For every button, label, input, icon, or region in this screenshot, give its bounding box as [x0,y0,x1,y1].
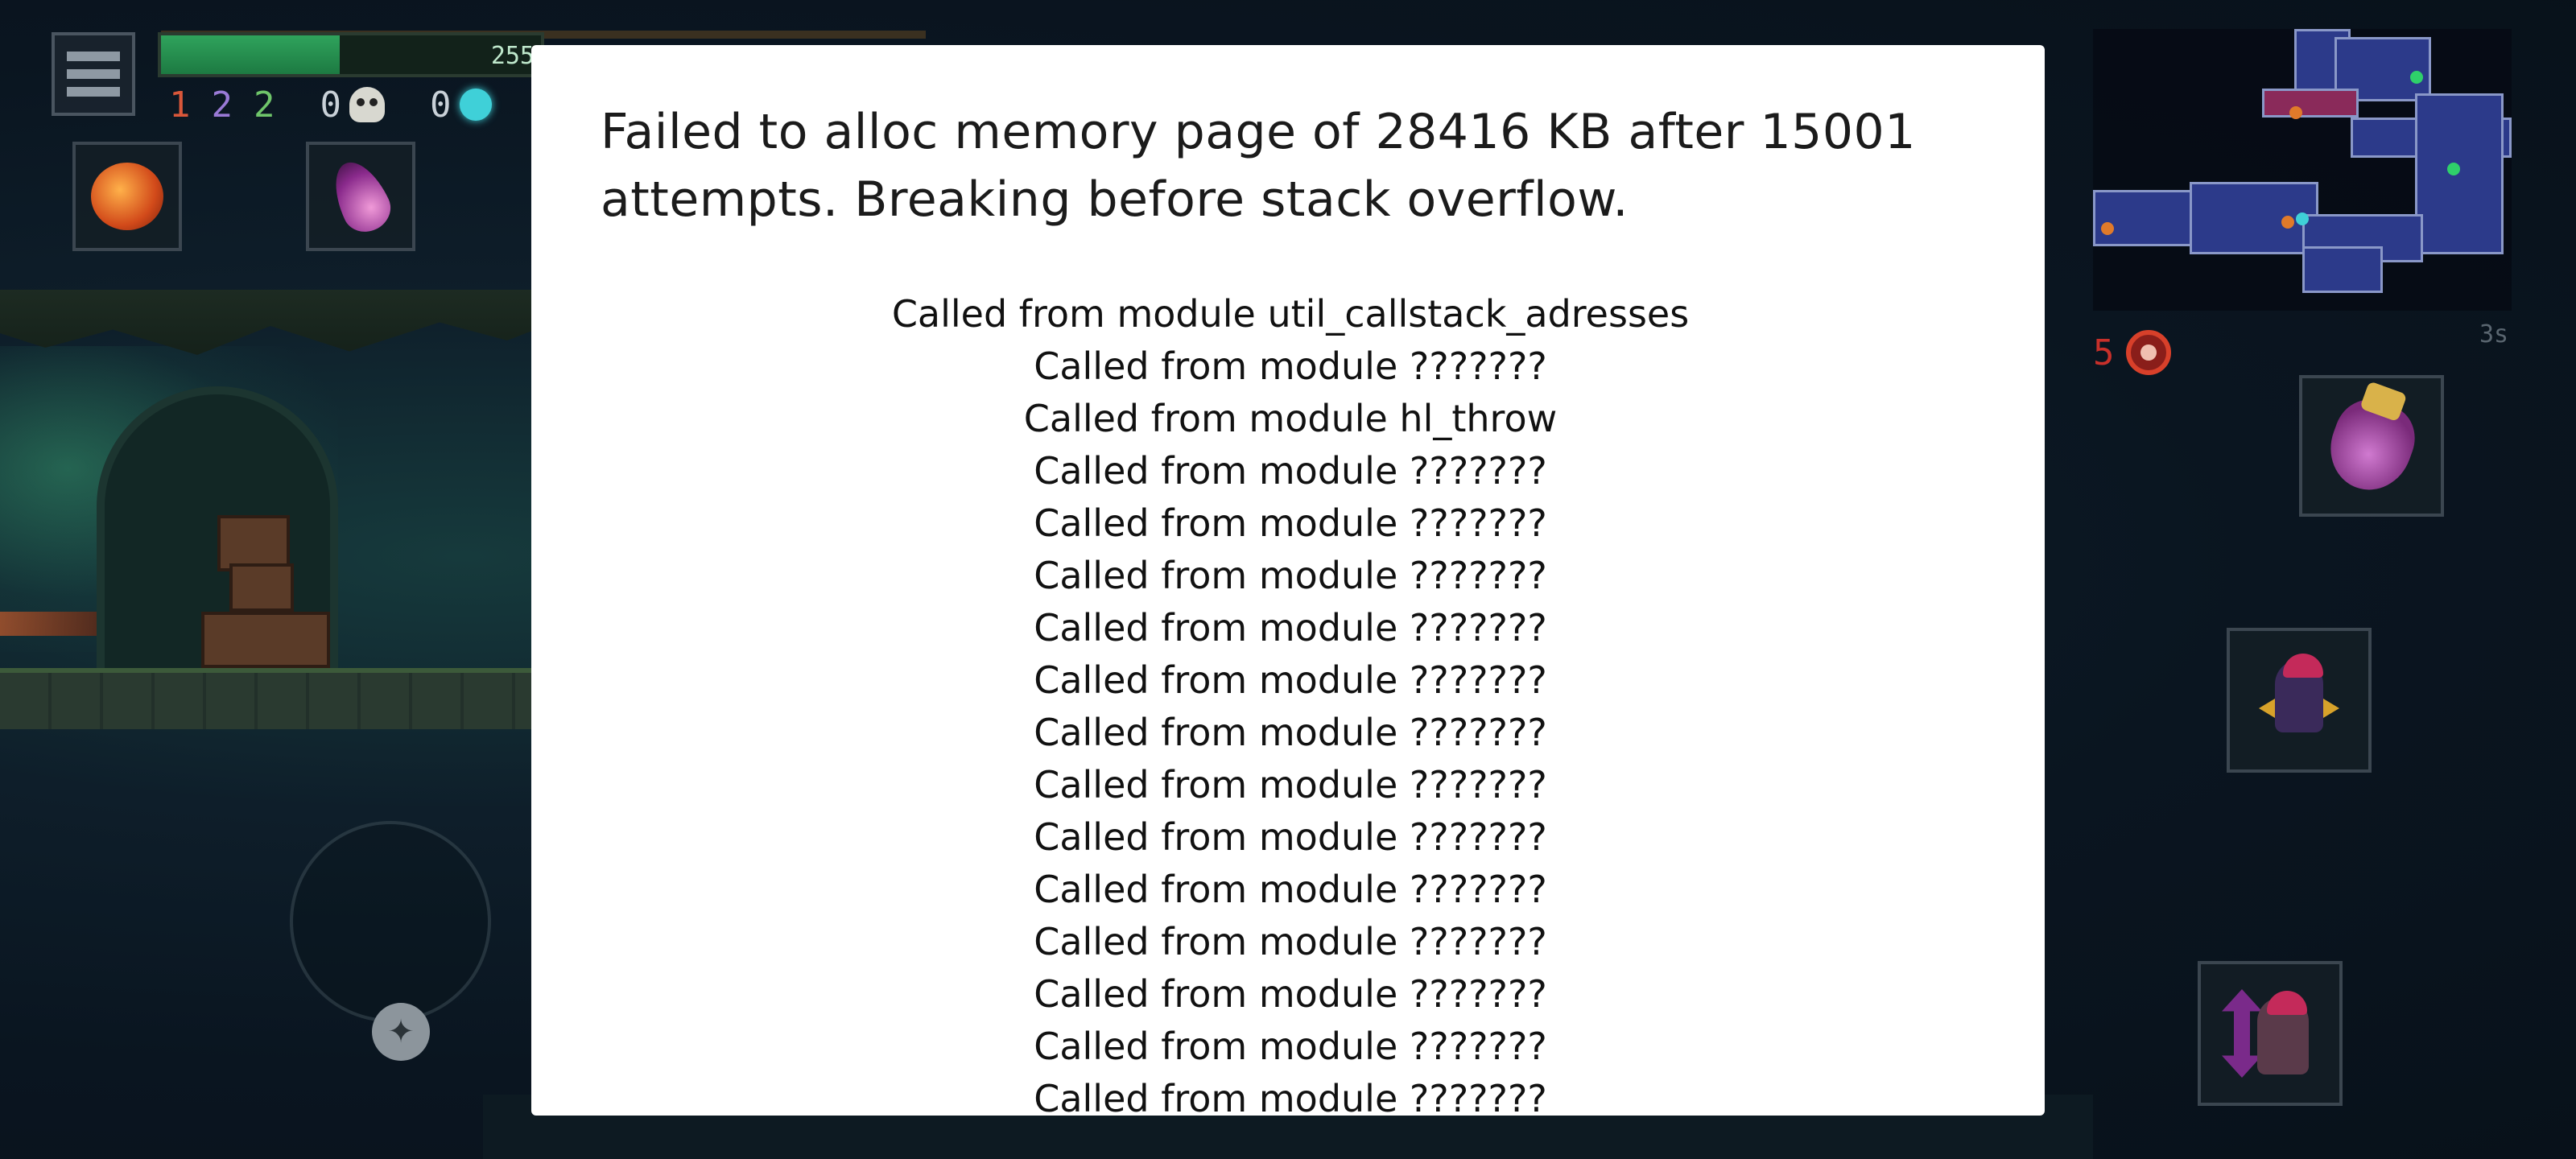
minimap-marker [2410,71,2423,84]
weapon-swap-icon [2222,981,2318,1086]
minimap-marker [2296,212,2309,225]
callstack-line: Called from module ??????? [1034,711,1547,754]
barrel [229,563,294,612]
cell-count: 0 [430,84,452,126]
minimap-marker [2447,163,2460,175]
minimap[interactable] [2093,29,2512,311]
minimap-marker [2289,106,2302,119]
minimap-room [2093,190,2206,246]
minimap-room [2415,93,2504,254]
grab-skill-slot[interactable] [2299,375,2444,517]
tactics-stat: 2 [211,84,233,126]
torch-light [0,612,97,636]
curse-count: 5 [2093,332,2115,373]
callstack-line: Called from module ??????? [1034,920,1547,963]
cell-counter: 0 [430,85,492,126]
callstack-line: Called from module ??????? [1034,554,1547,597]
error-dialog: Failed to alloc memory page of 28416 KB … [531,45,2045,1116]
callstack-line: Called from module ??????? [1034,501,1547,545]
callstack-list: Called from module util_callstack_adress… [601,288,1980,1116]
callstack-line: Called from module ??????? [1034,763,1547,806]
survival-stat: 2 [254,84,275,126]
stone-floor [0,668,539,729]
health-flask-icon [91,163,163,230]
kill-count: 0 [320,84,342,126]
health-flask-slot[interactable] [72,142,182,251]
kill-counter: 0 [320,84,385,126]
health-value: 255 [490,42,535,70]
purple-flame-icon [323,153,398,240]
cell-icon [459,89,492,121]
roll-icon [2251,652,2347,749]
hamburger-menu-icon[interactable] [52,32,135,116]
curse-counter: 5 [2093,330,2171,375]
virtual-joystick[interactable] [290,821,491,1022]
curse-icon [2125,330,2171,375]
run-timer: 3s [2479,320,2509,349]
barrel [217,515,290,571]
callstack-line: Called from module ??????? [1034,868,1547,911]
minimap-marker [2281,216,2294,229]
brutality-stat: 1 [169,84,191,126]
callstack-line: Called from module ??????? [1034,1025,1547,1068]
health-bar-fill [161,35,340,74]
roll-button[interactable] [2227,628,2372,773]
grab-hand-icon [2318,390,2425,501]
stats-row: 1 2 2 0 0 [169,80,492,129]
barrel-stack [201,612,330,668]
minimap-room [2302,246,2383,293]
sparkle-icon[interactable]: ✦ [372,1003,430,1061]
callstack-line: Called from module ??????? [1034,815,1547,859]
minimap-marker [2101,222,2114,235]
skull-icon [349,87,385,122]
callstack-line: Called from module ??????? [1034,344,1547,388]
callstack-line: Called from module ??????? [1034,972,1547,1016]
callstack-line: Called from module ??????? [1034,449,1547,493]
callstack-line: Called from module ??????? [1034,658,1547,702]
minimap-room [2262,89,2359,118]
callstack-line: Called from module ??????? [1034,1077,1547,1116]
callstack-line: Called from module ??????? [1034,606,1547,650]
weapon-swap-button[interactable] [2198,961,2343,1106]
primary-skill-slot[interactable] [306,142,415,251]
health-bar: 255 [158,32,544,77]
callstack-line: Called from module util_callstack_adress… [891,292,1690,336]
error-title: Failed to alloc memory page of 28416 KB … [601,104,1916,228]
callstack-line: Called from module hl_throw [1023,397,1558,440]
